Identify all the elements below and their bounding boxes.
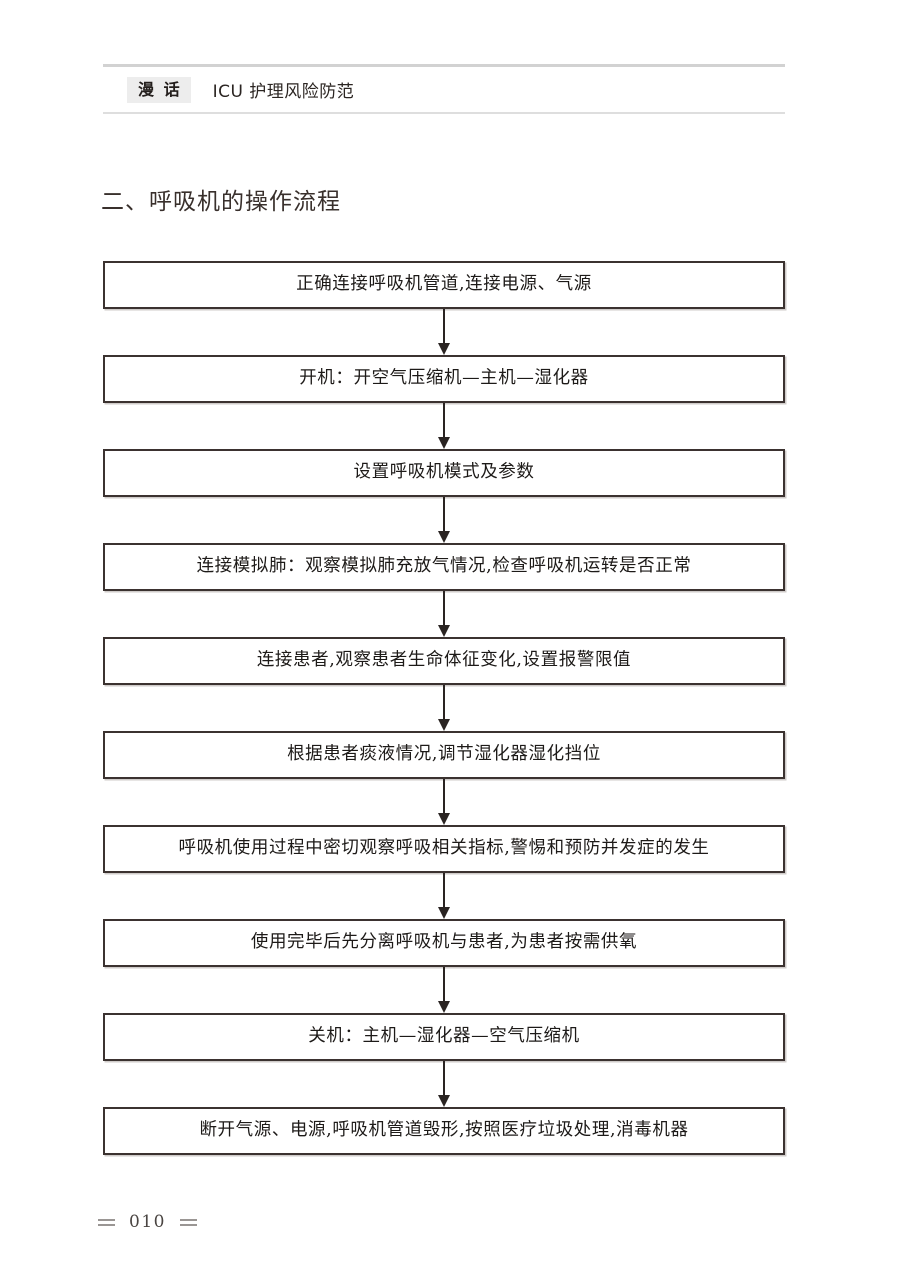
flow-node-label: 连接模拟肺：观察模拟肺充放气情况,检查呼吸机运转是否正常 — [196, 556, 692, 577]
header-row: 漫 话 ICU 护理风险防范 — [103, 67, 785, 112]
flow-node-label: 呼吸机使用过程中密切观察呼吸相关指标,警惕和预防并发症的发生 — [178, 838, 710, 859]
flow-arrow-down-icon — [103, 309, 785, 355]
flow-node-label: 设置呼吸机模式及参数 — [353, 462, 535, 483]
flow-arrow-down-icon — [103, 685, 785, 731]
flow-arrow-down-icon — [103, 591, 785, 637]
page-footer: 010 — [98, 1212, 197, 1232]
flow-node: 正确连接呼吸机管道,连接电源、气源 — [103, 261, 785, 309]
running-header: 漫 话 ICU 护理风险防范 — [103, 64, 785, 114]
header-badge: 漫 话 — [127, 76, 191, 103]
header-rule-top — [103, 64, 785, 67]
flow-node: 使用完毕后先分离呼吸机与患者,为患者按需供氧 — [103, 919, 785, 967]
flow-node-label: 关机：主机—湿化器—空气压缩机 — [308, 1026, 580, 1047]
flow-node-label: 开机：开空气压缩机—主机—湿化器 — [299, 368, 589, 389]
flow-node: 断开气源、电源,呼吸机管道毁形,按照医疗垃圾处理,消毒机器 — [103, 1107, 785, 1155]
flow-node: 设置呼吸机模式及参数 — [103, 449, 785, 497]
header-rule-bottom — [103, 112, 785, 114]
flow-node: 开机：开空气压缩机—主机—湿化器 — [103, 355, 785, 403]
flow-arrow-down-icon — [103, 497, 785, 543]
flow-node-label: 连接患者,观察患者生命体征变化,设置报警限值 — [256, 650, 632, 671]
flow-node: 连接模拟肺：观察模拟肺充放气情况,检查呼吸机运转是否正常 — [103, 543, 785, 591]
flow-arrow-down-icon — [103, 1061, 785, 1107]
header-title: ICU 护理风险防范 — [212, 82, 355, 102]
flow-node: 呼吸机使用过程中密切观察呼吸相关指标,警惕和预防并发症的发生 — [103, 825, 785, 873]
footer-ornament-left — [98, 1218, 115, 1226]
flow-arrow-down-icon — [103, 403, 785, 449]
flow-node-label: 断开气源、电源,呼吸机管道毁形,按照医疗垃圾处理,消毒机器 — [199, 1120, 689, 1141]
flow-arrow-down-icon — [103, 779, 785, 825]
page-number: 010 — [129, 1212, 166, 1232]
flow-node: 连接患者,观察患者生命体征变化,设置报警限值 — [103, 637, 785, 685]
flowchart: 正确连接呼吸机管道,连接电源、气源开机：开空气压缩机—主机—湿化器设置呼吸机模式… — [103, 261, 785, 1155]
flow-node: 根据患者痰液情况,调节湿化器湿化挡位 — [103, 731, 785, 779]
section-heading: 二、呼吸机的操作流程 — [101, 189, 341, 215]
flow-node-label: 正确连接呼吸机管道,连接电源、气源 — [296, 274, 592, 295]
flow-arrow-down-icon — [103, 967, 785, 1013]
flow-node: 关机：主机—湿化器—空气压缩机 — [103, 1013, 785, 1061]
flow-arrow-down-icon — [103, 873, 785, 919]
footer-ornament-right — [179, 1218, 197, 1226]
flow-node-label: 根据患者痰液情况,调节湿化器湿化挡位 — [287, 744, 601, 765]
flow-node-label: 使用完毕后先分离呼吸机与患者,为患者按需供氧 — [250, 932, 638, 953]
